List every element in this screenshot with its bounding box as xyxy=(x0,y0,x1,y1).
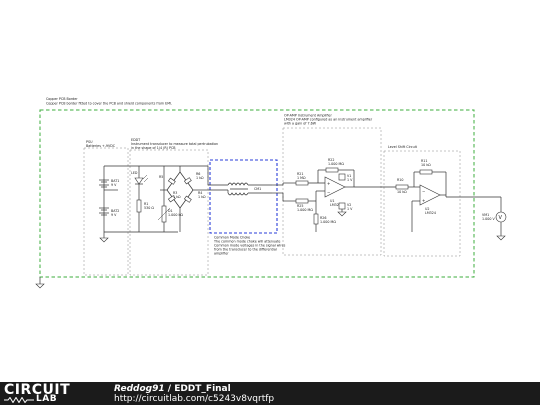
svg-text:R6: R6 xyxy=(196,172,200,176)
ground-symbol-psu xyxy=(99,232,109,243)
circuitlab-logo[interactable]: CIRCUIT LAB xyxy=(4,383,92,404)
svg-text:+: + xyxy=(422,198,425,203)
svg-text:V1: V1 xyxy=(347,174,351,178)
svg-text:+: + xyxy=(327,181,330,186)
svg-text:R22: R22 xyxy=(328,158,335,162)
svg-text:R4: R4 xyxy=(198,191,202,195)
logo-squiggle-icon xyxy=(4,397,34,403)
wheatstone-bridge: R3 1 kΩ R4 1 kΩ R5 R6 1 kΩ xyxy=(159,166,208,232)
schematic-canvas: Copper PCB Border Copper PCB border fitt… xyxy=(35,97,507,289)
svg-text:VM1: VM1 xyxy=(482,213,489,217)
svg-text:R21: R21 xyxy=(297,172,304,176)
cm-choke-line2: Common mode voltages in the signal wires xyxy=(214,244,286,248)
svg-text:LM324: LM324 xyxy=(425,211,436,215)
resistor-r26: R26 1.000 MΩ xyxy=(313,201,336,232)
svg-text:1 MΩ: 1 MΩ xyxy=(297,176,306,180)
outer-pcb-border xyxy=(39,109,475,278)
cm-choke-line4: amplifier xyxy=(214,252,229,256)
author-link[interactable]: Reddog91 xyxy=(114,384,165,394)
vref-v2: V2 1 V xyxy=(338,202,353,211)
svg-text:U1: U1 xyxy=(330,199,335,203)
svg-text:U2: U2 xyxy=(425,207,430,211)
battery-bat2: BAT2 9 V xyxy=(99,190,119,225)
svg-text:R25: R25 xyxy=(297,204,304,208)
svg-text:R5: R5 xyxy=(159,175,163,179)
opamp-u2: − + U2 LM324 xyxy=(419,184,446,215)
resistor-r21: R21 1 MΩ xyxy=(295,172,309,186)
svg-text:1 V: 1 V xyxy=(347,178,353,182)
cm-choke-line1: The common mode choke will attenuate xyxy=(213,240,280,244)
svg-text:1.000 kΩ: 1.000 kΩ xyxy=(168,213,183,217)
svg-text:−: − xyxy=(422,189,425,194)
svg-text:530 Ω: 530 Ω xyxy=(144,206,154,210)
footer-bar: CIRCUIT LAB Reddog91 / EDDT_Final http:/… xyxy=(0,382,540,405)
instr-amp-box xyxy=(282,127,382,256)
svg-text:1.000 V: 1.000 V xyxy=(482,217,495,221)
title-separator: / xyxy=(164,384,175,394)
outer-box-subtitle: Copper PCB border fitted to cover the PC… xyxy=(46,102,172,106)
psu-box xyxy=(83,147,129,276)
level-shift-box xyxy=(383,150,461,257)
battery-bat1: BAT1 9 V xyxy=(99,172,119,190)
svg-text:R11: R11 xyxy=(421,159,428,163)
svg-text:1.000 MΩ: 1.000 MΩ xyxy=(328,162,344,166)
project-title-line: Reddog91 / EDDT_Final xyxy=(114,384,231,394)
svg-text:V2: V2 xyxy=(347,203,351,207)
svg-text:1 kΩ: 1 kΩ xyxy=(173,195,181,199)
svg-text:D1: D1 xyxy=(168,209,173,213)
project-name[interactable]: EDDT_Final xyxy=(174,384,231,394)
ground-symbol-u1 xyxy=(337,209,347,217)
svg-text:R3: R3 xyxy=(173,191,177,195)
svg-text:1.000 MΩ: 1.000 MΩ xyxy=(320,220,336,224)
instr-amp-line1: LM324 OP-AMP configured as an instrument… xyxy=(284,118,373,122)
svg-text:9 V: 9 V xyxy=(111,213,117,217)
vref-v1: V1 1 V xyxy=(338,173,353,182)
eddt-box xyxy=(129,149,209,276)
level-shift-title: Level Shift Circuit xyxy=(388,145,418,149)
psu-title: PSU xyxy=(86,140,93,144)
cm-choke-box xyxy=(209,159,278,234)
svg-text:R26: R26 xyxy=(320,216,327,220)
opamp-u1: + − U1 LM324 xyxy=(324,176,354,207)
cm-choke-title: Common Mode Choke xyxy=(214,236,250,240)
svg-text:1 V: 1 V xyxy=(347,207,353,211)
ground-symbol-left xyxy=(35,277,45,289)
svg-text:1 kΩ: 1 kΩ xyxy=(198,195,206,199)
led-indicator: LED R1 530 Ω xyxy=(131,166,154,232)
voltmeter-vm1: V VM1 1.000 V xyxy=(482,197,507,232)
instr-amp-title: OP-AMP Instrument Amplifier xyxy=(284,114,332,118)
svg-text:V: V xyxy=(499,215,503,221)
svg-text:1.000 MΩ: 1.000 MΩ xyxy=(297,208,313,212)
svg-text:LED: LED xyxy=(131,171,138,175)
svg-text:CM1: CM1 xyxy=(254,187,261,191)
svg-text:BAT2: BAT2 xyxy=(111,209,119,213)
svg-text:−: − xyxy=(327,190,330,195)
svg-text:R10: R10 xyxy=(397,178,404,182)
svg-text:9 V: 9 V xyxy=(111,183,117,187)
cm-choke-line3: from the transducer to the differential xyxy=(214,248,277,252)
sensor-element-d1: D1 1.000 kΩ xyxy=(157,166,183,232)
svg-text:10 kΩ: 10 kΩ xyxy=(421,163,431,167)
svg-text:BAT1: BAT1 xyxy=(111,179,119,183)
psu-subtitle: Batteries +-9VDC xyxy=(86,144,116,148)
eddt-line2: in the shape of 1/4 (R) PCB xyxy=(131,146,176,150)
resistor-r11: R11 10 kΩ xyxy=(413,159,447,197)
svg-text:LM324: LM324 xyxy=(330,203,341,207)
outer-box-title: Copper PCB Border xyxy=(46,97,78,101)
svg-text:1 kΩ: 1 kΩ xyxy=(196,176,204,180)
ground-symbol-right xyxy=(496,232,506,241)
logo-text-circuit: CIRCUIT xyxy=(4,382,71,398)
resistor-r22: R22 1.000 MΩ xyxy=(317,158,355,187)
svg-text:R1: R1 xyxy=(144,202,148,206)
resistor-r10: R10 10 kΩ xyxy=(395,178,409,194)
logo-text-lab: LAB xyxy=(36,394,58,404)
project-url[interactable]: http://circuitlab.com/c5243v8vqrtfp xyxy=(114,394,275,404)
eddt-title: EDDT xyxy=(131,138,141,142)
svg-text:10 kΩ: 10 kΩ xyxy=(397,190,407,194)
instr-amp-line2: with a gain of 7.6W xyxy=(284,122,317,126)
common-mode-choke: CM1 xyxy=(227,182,272,196)
eddt-line1: Instrument transducer to measure total p… xyxy=(131,142,218,146)
